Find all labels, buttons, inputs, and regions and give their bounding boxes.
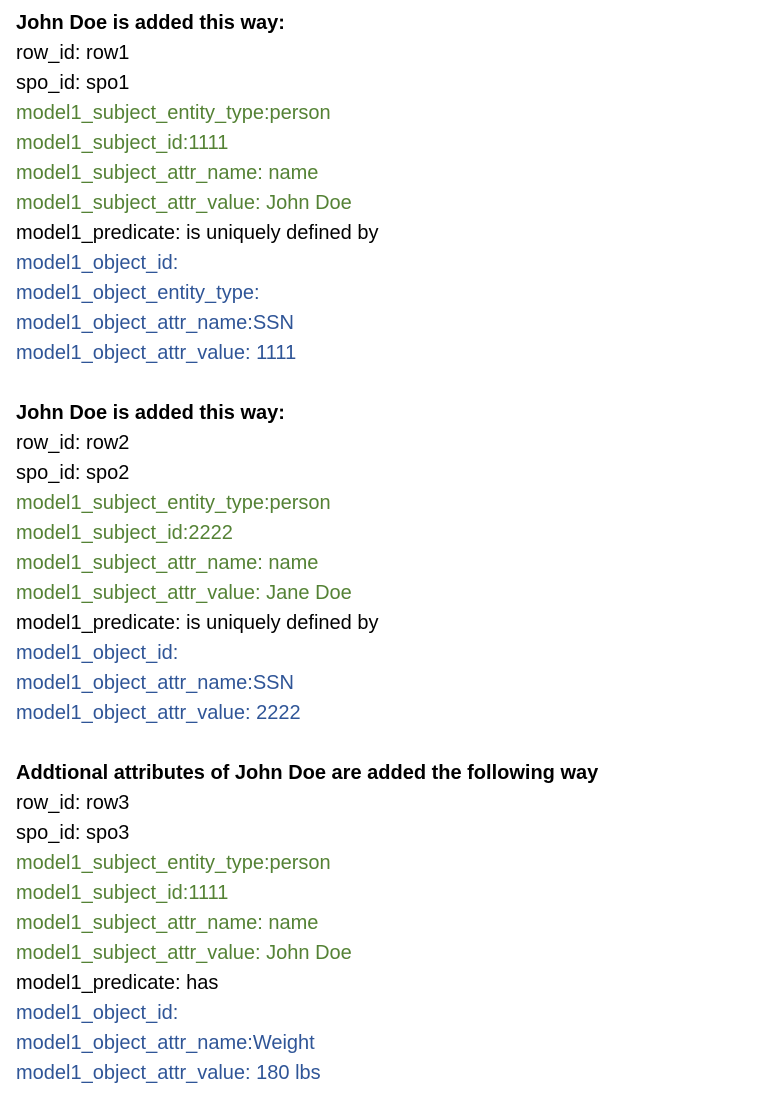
record-line: model1_subject_entity_type:person: [16, 492, 331, 514]
record-block: John Doe is added this way: row_id: row1 s…: [16, 8, 783, 368]
block-heading: John Doe is added this way:: [16, 12, 285, 34]
record-line: model1_object_attr_value: 1111: [16, 342, 297, 364]
record-line: model1_object_attr_name:SSN: [16, 672, 294, 694]
record-line: spo_id: spo3: [16, 822, 130, 844]
record-line: row_id: row2: [16, 432, 130, 454]
record-line: model1_subject_attr_value: John Doe: [16, 942, 352, 964]
record-line: row_id: row3: [16, 792, 130, 814]
record-line: model1_subject_attr_name: name: [16, 912, 319, 934]
record-block: John Doe is added this way: row_id: row2 s…: [16, 398, 783, 728]
record-line: model1_subject_id:1111: [16, 132, 229, 154]
record-line: model1_predicate: is uniquely defined by: [16, 222, 379, 244]
record-line: model1_object_attr_name:SSN: [16, 312, 294, 334]
record-line: model1_object_id:: [16, 1002, 179, 1024]
record-line: model1_subject_entity_type:person: [16, 852, 331, 874]
record-line: spo_id: spo1: [16, 72, 130, 94]
record-line: model1_subject_attr_value: John Doe: [16, 192, 352, 214]
record-line: spo_id: spo2: [16, 462, 130, 484]
record-line: model1_object_attr_name:Weight: [16, 1032, 315, 1054]
block-heading: Addtional attributes of John Doe are add…: [16, 762, 599, 784]
record-line: model1_subject_entity_type:person: [16, 102, 331, 124]
record-line: model1_subject_attr_name: name: [16, 552, 319, 574]
record-line: model1_subject_attr_value: Jane Doe: [16, 582, 352, 604]
record-block: Addtional attributes of John Doe are add…: [16, 758, 783, 1088]
block-heading: John Doe is added this way:: [16, 402, 285, 424]
record-line: model1_object_attr_value: 180 lbs: [16, 1062, 321, 1084]
record-line: model1_object_entity_type:: [16, 282, 260, 304]
record-line: model1_predicate: has: [16, 972, 219, 994]
record-line: model1_subject_attr_name: name: [16, 162, 319, 184]
record-line: model1_object_id:: [16, 252, 179, 274]
record-line: model1_predicate: is uniquely defined by: [16, 612, 379, 634]
record-line: model1_object_id:: [16, 642, 179, 664]
record-line: model1_subject_id:2222: [16, 522, 233, 544]
record-line: row_id: row1: [16, 42, 130, 64]
record-line: model1_object_attr_value: 2222: [16, 702, 301, 724]
record-line: model1_subject_id:1111: [16, 882, 229, 904]
